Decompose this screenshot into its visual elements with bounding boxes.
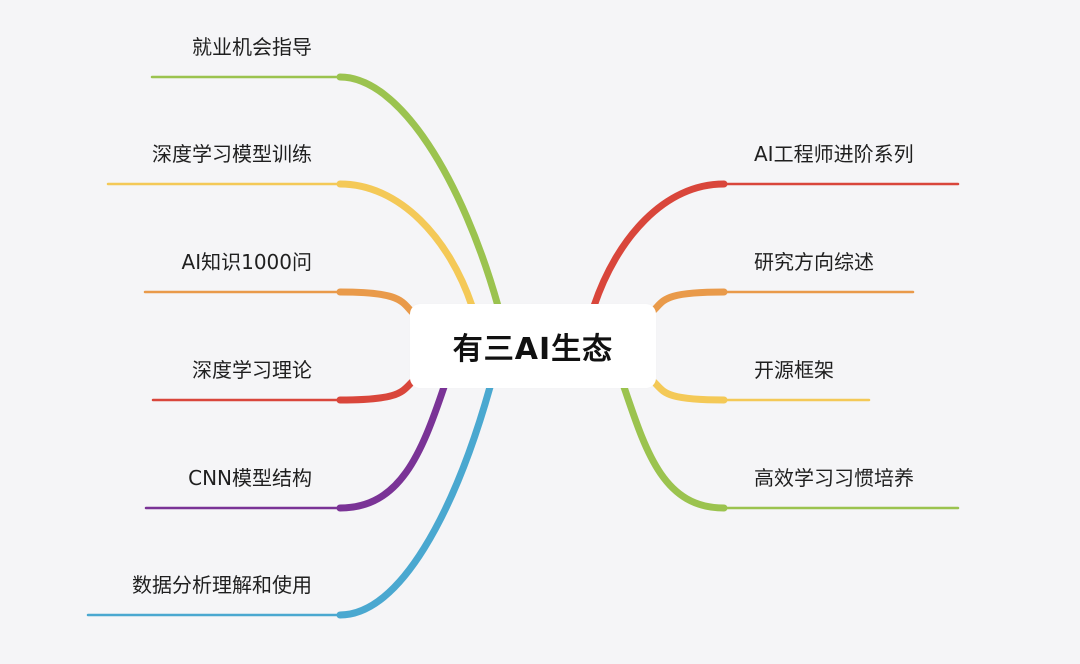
root-node[interactable]: 有三AI生态 [410, 304, 656, 388]
left-branch-label[interactable]: 数据分析理解和使用 [132, 573, 312, 597]
left-branch-label[interactable]: 就业机会指导 [192, 35, 312, 59]
left-branch-curve [336, 378, 416, 404]
left-branch-label[interactable]: AI知识1000问 [181, 250, 312, 274]
left-branch-curve [336, 180, 476, 310]
left-branch-curve [336, 383, 494, 619]
left-branch-curve [336, 383, 448, 512]
left-branch-curve [336, 288, 416, 316]
left-branch-curve [336, 73, 502, 310]
right-branch-curve [650, 378, 728, 404]
root-node-label: 有三AI生态 [452, 332, 614, 367]
right-branch-label[interactable]: AI工程师进阶系列 [754, 142, 914, 166]
right-branch-label[interactable]: 开源框架 [754, 358, 834, 382]
left-branch-label[interactable]: CNN模型结构 [188, 466, 312, 490]
right-branch-label[interactable]: 高效学习习惯培养 [754, 466, 914, 490]
left-branch-label[interactable]: 深度学习模型训练 [152, 142, 312, 166]
right-branch-curve [650, 288, 728, 314]
right-branch-curve [590, 180, 728, 310]
left-branch-label[interactable]: 深度学习理论 [192, 358, 312, 382]
right-branch-label[interactable]: 研究方向综述 [754, 250, 874, 274]
right-branch-curve [620, 383, 728, 512]
